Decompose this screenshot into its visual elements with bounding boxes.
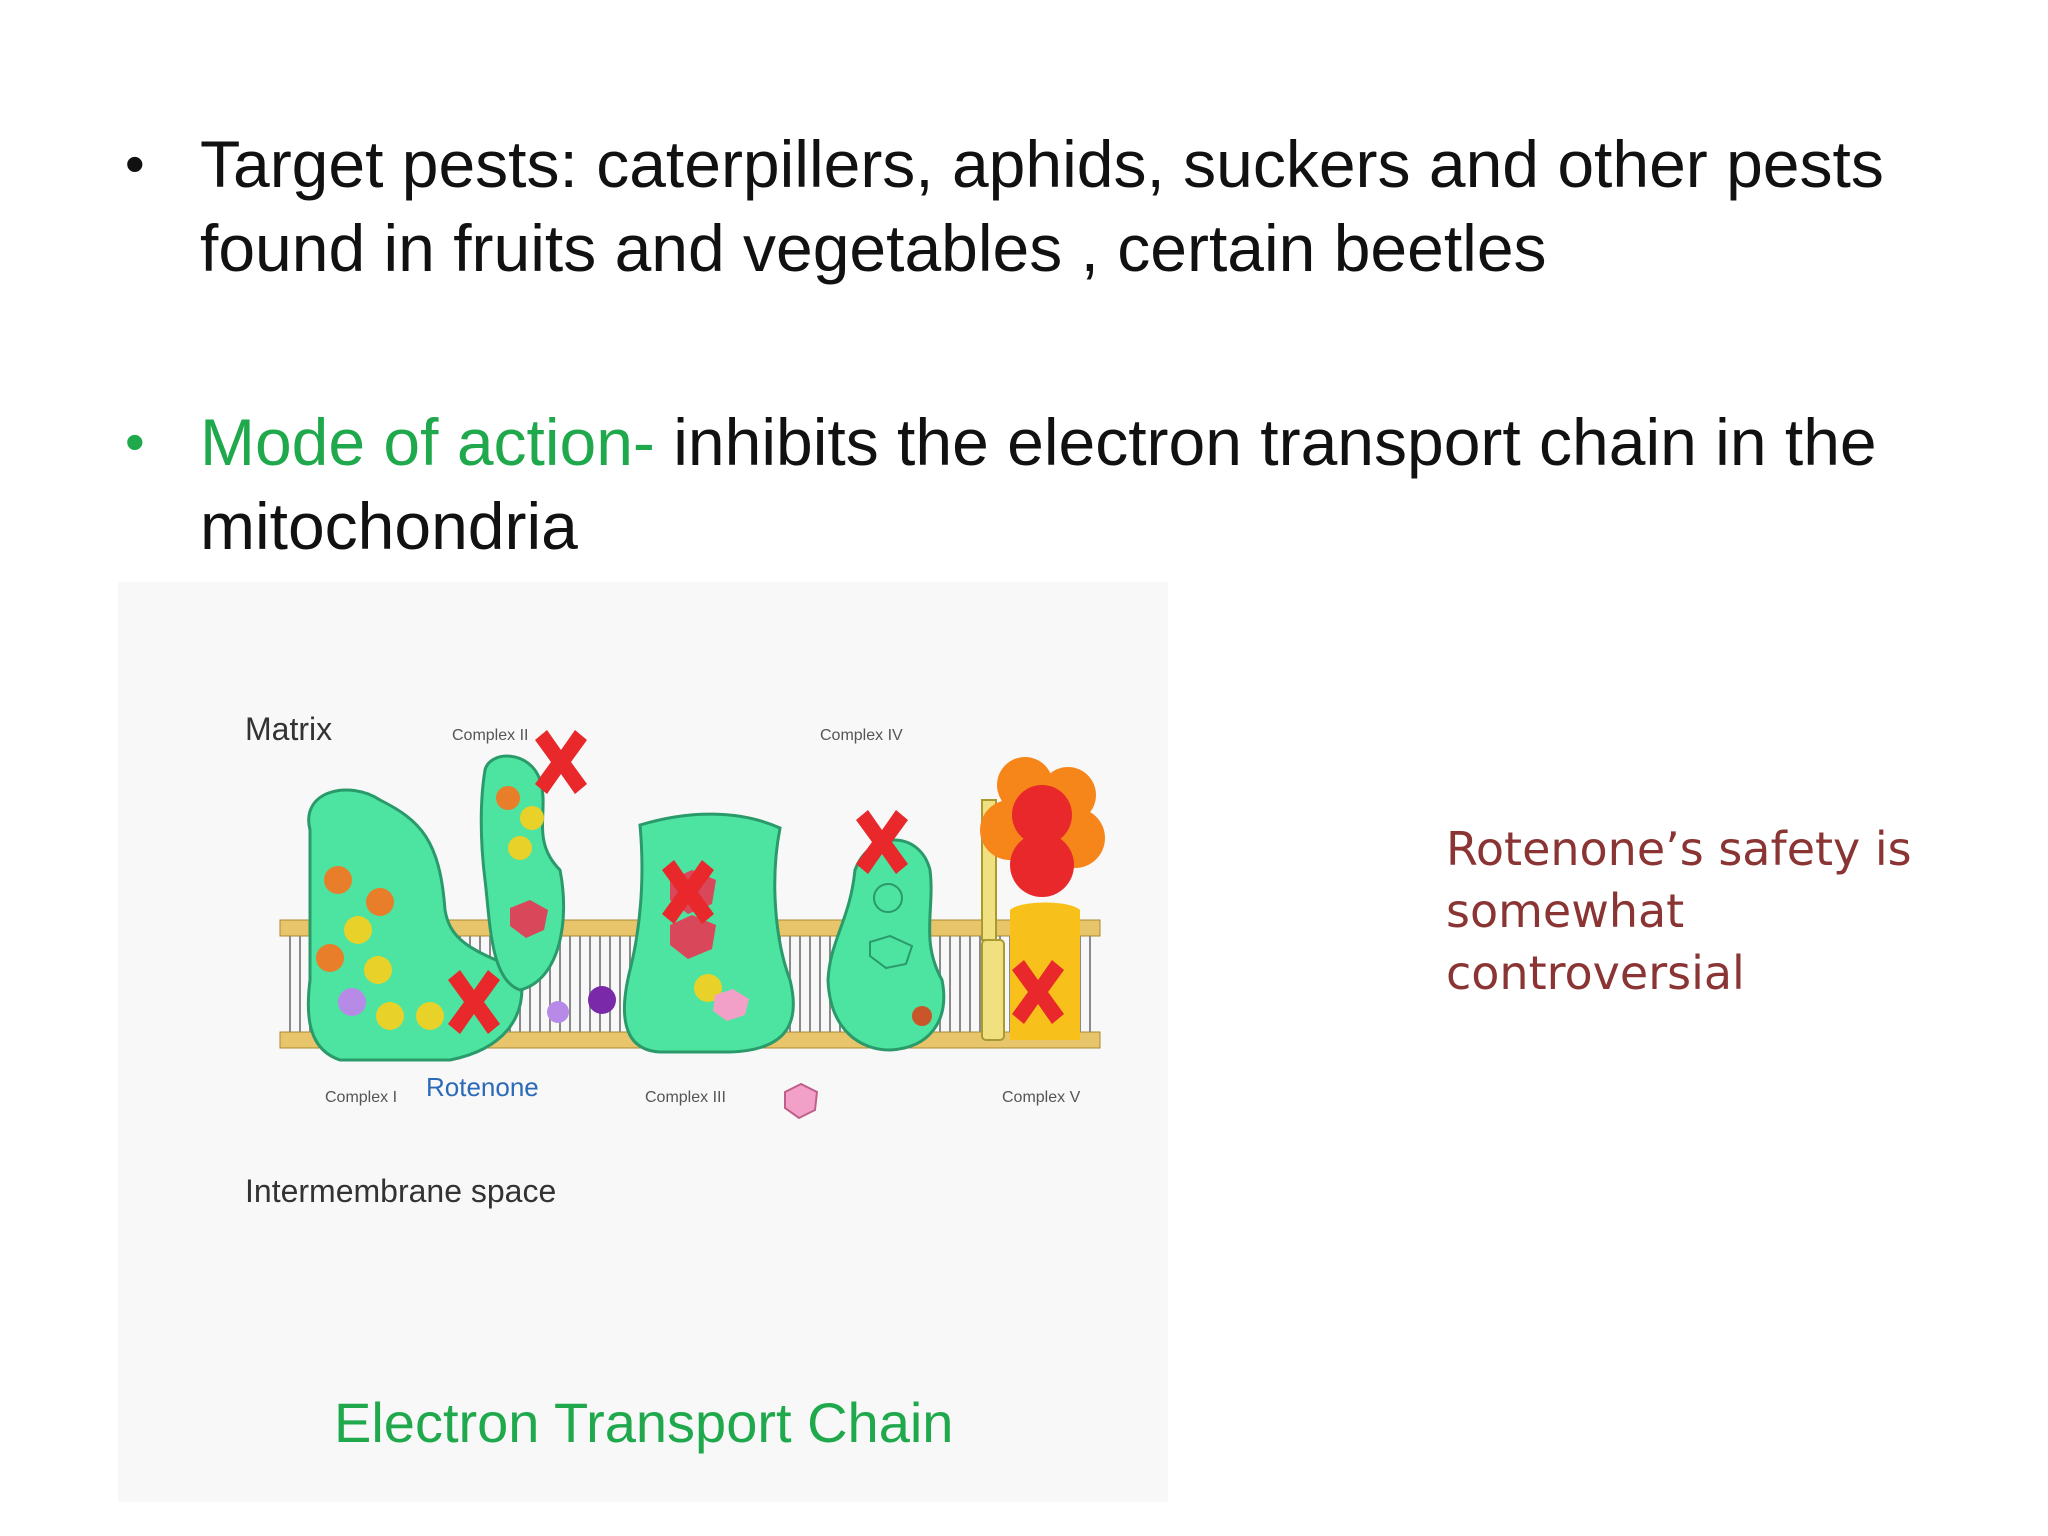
bullet-target-pests: • Target pests: caterpillers, aphids, su… xyxy=(125,122,1900,290)
inhibition-x-icon xyxy=(662,860,714,924)
inhibition-x-icon xyxy=(1012,960,1064,1024)
bullet-text: Target pests: caterpillers, aphids, suck… xyxy=(200,127,1884,285)
label-matrix: Matrix xyxy=(245,711,332,747)
inhibition-markers xyxy=(448,730,1064,1034)
complex-ii xyxy=(479,754,566,992)
figure-caption: Electron Transport Chain xyxy=(334,1391,954,1454)
bullet-highlight: Mode of action- xyxy=(200,405,655,479)
label-complex-v: Complex V xyxy=(1002,1089,1081,1106)
label-complex-ii: Complex II xyxy=(452,727,528,744)
complex-iii xyxy=(622,812,795,1054)
carrier-icon xyxy=(547,1001,569,1023)
inhibition-x-icon xyxy=(535,730,587,794)
bullet-text: inhibits the electron transport chain in… xyxy=(200,405,1877,563)
inhibition-x-icon xyxy=(448,970,500,1034)
inhibition-x-icon xyxy=(856,810,908,874)
label-complex-iii: Complex III xyxy=(645,1089,726,1106)
cytochrome-c-icon xyxy=(784,1082,819,1120)
bullet-dot: • xyxy=(125,410,145,473)
electron-transport-chain-diagram: Matrix Intermembrane space Rotenone Comp… xyxy=(245,711,1105,1209)
bullet-mode-of-action: • Mode of action- inhibits the electron … xyxy=(125,400,1900,568)
label-complex-i: Complex I xyxy=(325,1089,397,1106)
label-complex-iv: Complex IV xyxy=(820,727,903,744)
label-rotenone: Rotenone xyxy=(426,1072,539,1102)
complex-iv xyxy=(826,838,946,1052)
bullet-dot: • xyxy=(125,132,145,195)
ubiquinone-icon xyxy=(588,986,616,1014)
safety-note: Rotenone’s safety is somewhat controvers… xyxy=(1446,822,1912,1000)
label-intermembrane-space: Intermembrane space xyxy=(245,1173,556,1209)
